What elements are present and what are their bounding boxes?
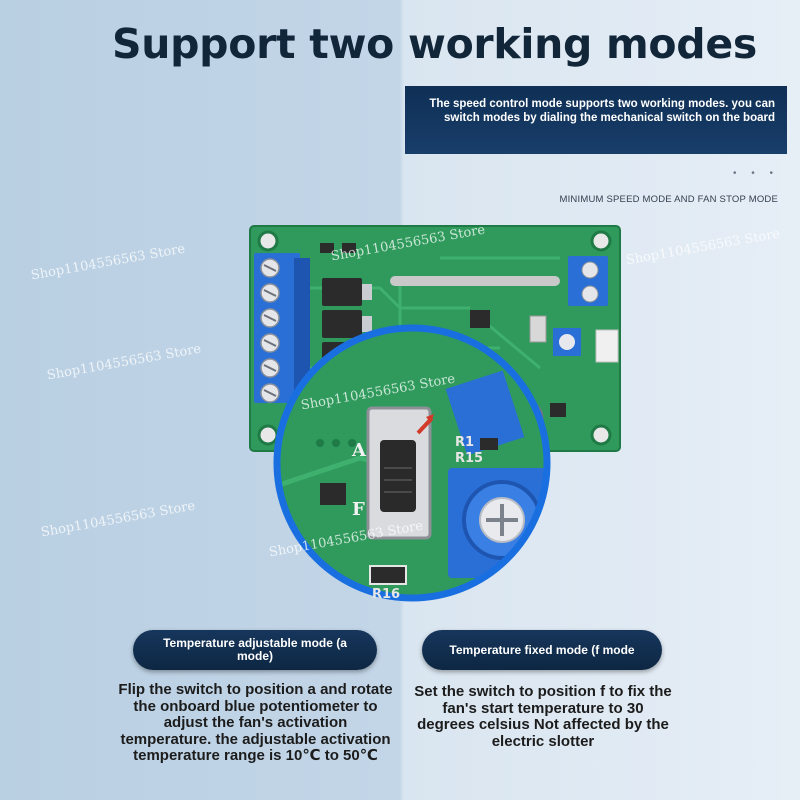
- mode-f-title: Temperature fixed mode (f mode: [449, 642, 635, 657]
- pcb-illustration: A F R1 R15 R16: [249, 225, 621, 602]
- mounting-hole: [257, 424, 279, 446]
- mode-a-pill: Temperature adjustable mode (a mode): [133, 630, 377, 670]
- page-title: Support two working modes: [112, 20, 757, 68]
- terminal-block: [254, 253, 300, 403]
- watermark: Shop1104556563 Store: [29, 241, 187, 284]
- connector-header: [595, 329, 619, 363]
- watermark: Shop1104556563 Store: [45, 341, 203, 384]
- mode-f-pill: Temperature fixed mode (f mode: [422, 630, 662, 670]
- mounting-hole: [257, 230, 279, 252]
- watermark: Shop1104556563 Store: [624, 226, 782, 269]
- label-r16: R16: [372, 587, 400, 602]
- label-r15: R15: [455, 451, 483, 466]
- label-r1: R1: [455, 435, 474, 450]
- mode-a-title: Temperature adjustable mode (a mode): [163, 636, 347, 663]
- label-a: A: [351, 440, 367, 461]
- mode-a-description: Flip the switch to position a and rotate…: [118, 681, 393, 764]
- product-photo: A F R1 R15 R16: [240, 218, 635, 608]
- mode-f-description: Set the switch to position f to fix the …: [414, 683, 672, 750]
- slide-switch-small: [529, 315, 547, 343]
- mounting-hole: [590, 424, 612, 446]
- zoom-ring: [273, 324, 551, 602]
- watermark: Shop1104556563 Store: [39, 498, 197, 541]
- switch-knob: [380, 440, 416, 512]
- info-banner: The speed control mode supports two work…: [405, 86, 787, 154]
- sensor-wire: [390, 276, 560, 286]
- label-f: F: [352, 499, 365, 520]
- mode-tagline: MINIMUM SPEED MODE AND FAN STOP MODE: [559, 194, 778, 205]
- mounting-hole: [590, 230, 612, 252]
- dots-decoration: • • •: [733, 168, 780, 179]
